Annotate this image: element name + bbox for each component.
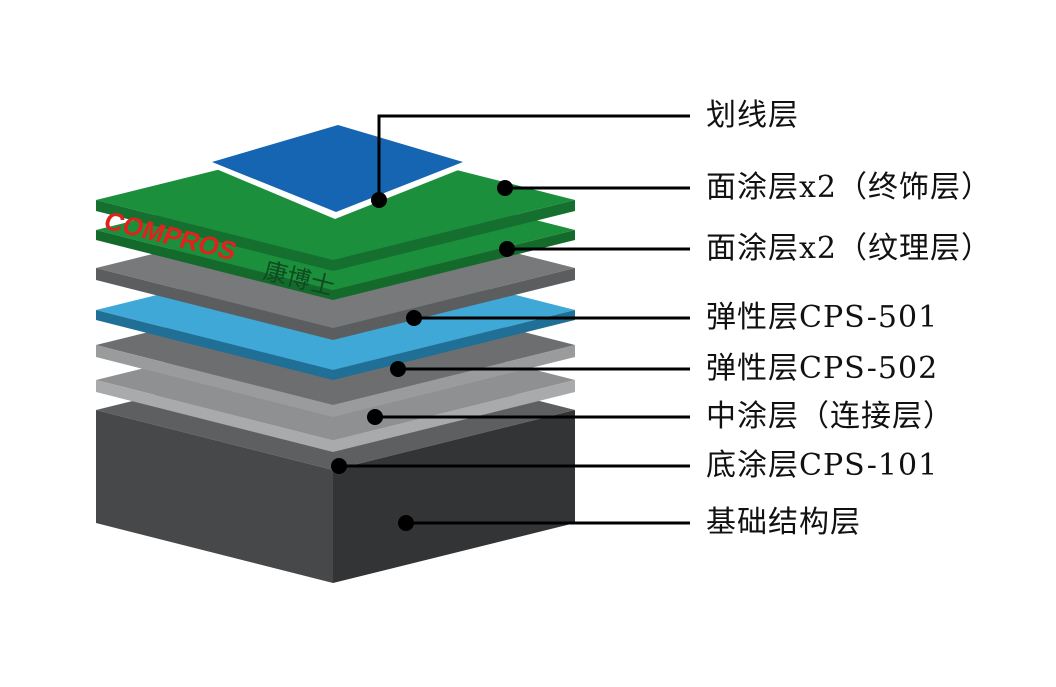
base-block-right-face bbox=[333, 410, 575, 583]
label-elastic-layer-502: 弹性层CPS-502 bbox=[706, 351, 939, 386]
leader-dot-texture bbox=[499, 241, 515, 257]
leader-dot-finish bbox=[497, 180, 513, 196]
label-elastic-layer-501: 弹性层CPS-501 bbox=[706, 300, 939, 335]
leader-lines bbox=[339, 114, 690, 525]
label-base-structure-layer: 基础结构层 bbox=[706, 505, 861, 540]
elastic-grey-layer-edge bbox=[96, 268, 575, 340]
leader-dot-elastic-502 bbox=[390, 361, 406, 377]
label-texture-coat-layer: 面涂层x2（纹理层） bbox=[706, 231, 993, 266]
leader-dot-primer bbox=[331, 458, 347, 474]
primer-layer-edge bbox=[96, 380, 575, 452]
leader-line-marking bbox=[377, 114, 690, 200]
label-intermediate-layer: 中涂层（连接层） bbox=[706, 399, 954, 434]
leader-dot-intermediate bbox=[367, 409, 383, 425]
leader-dot-base bbox=[398, 515, 414, 531]
intermediate-layer-edge bbox=[96, 345, 575, 417]
label-finish-coat-layer: 面涂层x2（终饰层） bbox=[706, 170, 993, 205]
leader-dot-elastic-501 bbox=[406, 310, 422, 326]
court-blue-area bbox=[212, 125, 463, 212]
leader-dot-marking bbox=[371, 192, 387, 208]
base-block-left-face bbox=[96, 410, 333, 583]
label-primer-layer: 底涂层CPS-101 bbox=[706, 448, 939, 483]
label-line-marking-layer: 划线层 bbox=[706, 98, 799, 133]
